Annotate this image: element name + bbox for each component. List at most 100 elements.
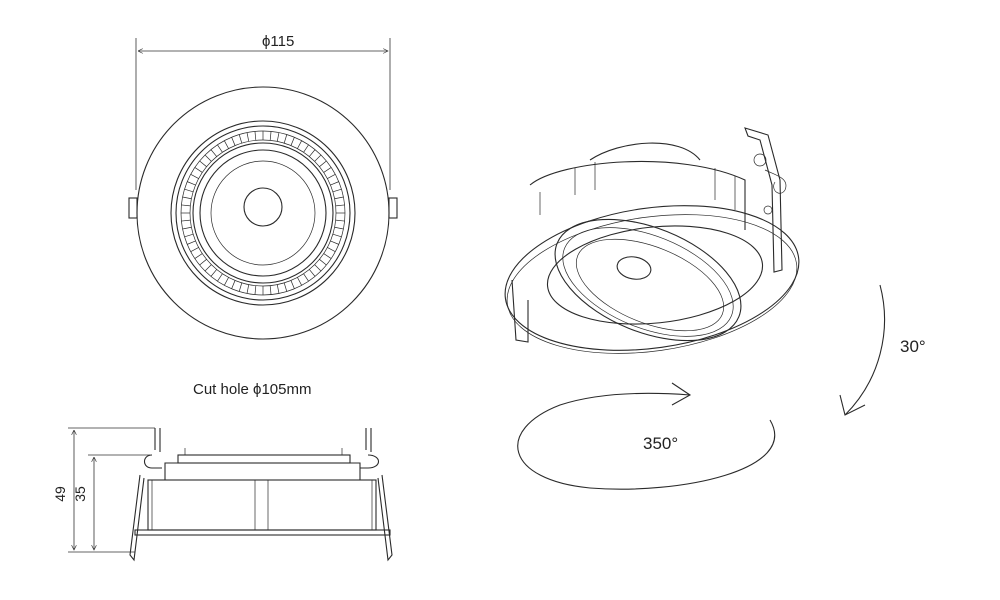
side-view bbox=[68, 427, 393, 562]
fin-tick bbox=[323, 253, 332, 259]
spring-clip-left bbox=[129, 428, 162, 562]
spring-coil bbox=[764, 169, 787, 194]
fin-tick bbox=[276, 284, 280, 294]
fin-tick bbox=[210, 269, 217, 277]
bezel-inner bbox=[175, 125, 351, 301]
fin-tick bbox=[283, 134, 288, 144]
fin-tick bbox=[231, 280, 236, 289]
fin-tick bbox=[181, 204, 191, 207]
fin-tick bbox=[297, 277, 302, 286]
fin-tick bbox=[224, 140, 229, 149]
tilt-angle-label: 30° bbox=[900, 337, 926, 356]
fin-tick bbox=[330, 240, 339, 245]
spring-clip-right bbox=[360, 428, 393, 562]
fin-tick bbox=[217, 273, 223, 282]
fin-tick bbox=[181, 219, 191, 222]
rotation-arrow bbox=[517, 392, 776, 490]
outer-ring bbox=[136, 86, 390, 340]
rotation-arrowhead bbox=[671, 382, 692, 406]
fin-tick bbox=[204, 264, 212, 272]
fin-tick bbox=[194, 167, 203, 173]
fin-tick bbox=[283, 282, 288, 292]
fixture-body bbox=[147, 479, 377, 531]
fin-tick bbox=[303, 273, 309, 282]
fin-tick bbox=[238, 134, 243, 144]
fin-tick bbox=[246, 132, 250, 142]
fin-tick bbox=[194, 253, 203, 259]
fin-tick bbox=[309, 269, 316, 277]
fin-tick bbox=[330, 181, 339, 186]
fin-tick bbox=[314, 264, 322, 272]
fin-tick bbox=[254, 131, 257, 141]
diameter-label: ϕ115 bbox=[262, 33, 295, 50]
fin-tick bbox=[254, 285, 257, 295]
fin-tick bbox=[332, 188, 342, 193]
fin-tick bbox=[269, 285, 272, 295]
bracket-screw bbox=[763, 205, 773, 215]
fin-tick bbox=[190, 174, 199, 179]
fin-tick bbox=[303, 144, 309, 153]
outer-trim-edge bbox=[506, 214, 798, 354]
fin-tick bbox=[199, 259, 207, 266]
tilt-arrowhead bbox=[839, 394, 866, 416]
back-housing-top bbox=[529, 160, 746, 230]
reflector-inner bbox=[199, 149, 327, 277]
fin-tick bbox=[327, 247, 336, 252]
fin-tick bbox=[182, 226, 192, 230]
fin-tick bbox=[184, 233, 194, 238]
fin-tick bbox=[309, 149, 316, 157]
reflector-cone bbox=[210, 160, 316, 266]
perspective-view bbox=[504, 127, 886, 490]
rotation-angle-label: 350° bbox=[643, 434, 679, 453]
led-lens bbox=[243, 187, 283, 227]
spring-clip-right bbox=[388, 197, 398, 219]
base-flange bbox=[134, 529, 391, 536]
fin-tick bbox=[314, 154, 322, 162]
fin-ring-inner bbox=[189, 139, 337, 287]
gimbal-head-top bbox=[589, 142, 701, 161]
fin-tick bbox=[187, 181, 196, 186]
fin-tick bbox=[269, 131, 272, 141]
bracket-screw bbox=[753, 153, 767, 167]
heat-sink-fins bbox=[181, 131, 345, 295]
fin-tick bbox=[210, 149, 217, 157]
cut-hole-label: Cut hole ϕ105mm bbox=[193, 381, 312, 398]
housing-cap bbox=[177, 454, 351, 464]
fin-tick bbox=[238, 282, 243, 292]
fin-tick bbox=[297, 140, 302, 149]
reflector-rim bbox=[575, 238, 725, 332]
left-clip bbox=[511, 279, 529, 343]
fin-tick bbox=[290, 137, 295, 146]
reflector-outer bbox=[192, 142, 334, 284]
fin-tick bbox=[276, 132, 280, 142]
mounting-bracket bbox=[744, 127, 783, 273]
fin-tick bbox=[182, 196, 192, 200]
fin-tick bbox=[334, 226, 344, 230]
led-lens bbox=[616, 256, 652, 280]
bezel-outer bbox=[170, 120, 356, 306]
fin-tick bbox=[231, 137, 236, 146]
upper-housing bbox=[164, 462, 361, 480]
fin-tick bbox=[332, 233, 342, 238]
gimbal-ring-inner bbox=[562, 227, 734, 337]
spring-clip-left bbox=[128, 197, 138, 219]
trim-opening bbox=[546, 225, 764, 325]
fin-tick bbox=[190, 247, 199, 252]
fin-tick bbox=[319, 259, 327, 266]
fin-tick bbox=[184, 188, 194, 193]
fin-tick bbox=[224, 277, 229, 286]
fin-tick bbox=[335, 219, 345, 222]
fin-tick bbox=[323, 167, 332, 173]
fin-tick bbox=[204, 154, 212, 162]
fin-tick bbox=[334, 196, 344, 200]
fin-tick bbox=[319, 160, 327, 167]
fin-tick bbox=[217, 144, 223, 153]
fin-tick bbox=[246, 284, 250, 294]
housing-ribs bbox=[539, 162, 736, 215]
fin-tick bbox=[187, 240, 196, 245]
fin-tick bbox=[327, 174, 336, 179]
height-total-label: 49 bbox=[51, 486, 68, 502]
fin-tick bbox=[199, 160, 207, 167]
